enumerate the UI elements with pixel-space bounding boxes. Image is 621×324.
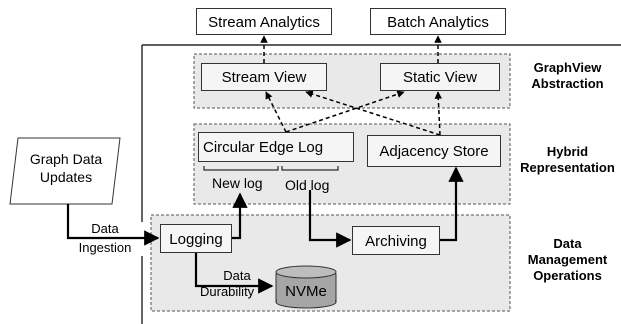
new-log-bracket bbox=[203, 166, 279, 171]
batch-analytics-label: Batch Analytics bbox=[387, 14, 489, 31]
graphview-caption: GraphView Abstraction bbox=[514, 60, 621, 92]
archiving-label: Archiving bbox=[365, 233, 427, 250]
hybrid-caption-line2: Representation bbox=[520, 160, 615, 175]
ingestion-arrow bbox=[66, 204, 160, 246]
hybrid-caption-line1: Hybrid bbox=[546, 144, 589, 159]
logging-to-nvme-arrow bbox=[194, 253, 274, 294]
static-view-box: Static View bbox=[380, 63, 500, 91]
circular-edge-log-box: Circular Edge Log bbox=[198, 132, 354, 162]
graph-data-updates-shape bbox=[9, 137, 121, 205]
logging-box: Logging bbox=[160, 224, 232, 253]
graphview-caption-line1: GraphView bbox=[533, 60, 602, 75]
ops-caption-line1: Data bbox=[553, 236, 582, 251]
data-durability-label: Data Durability bbox=[200, 268, 274, 300]
logging-to-new-log-arrow bbox=[232, 192, 248, 240]
data-durability-line1: Data bbox=[223, 268, 251, 283]
hybrid-caption: Hybrid Representation bbox=[514, 144, 621, 176]
stream-analytics-box: Stream Analytics bbox=[196, 8, 332, 35]
adjacency-to-static-view-arrow bbox=[434, 91, 443, 136]
ops-caption-line2: Management bbox=[527, 252, 608, 267]
new-log-label: New log bbox=[212, 175, 263, 191]
data-ingestion-line2: Ingestion bbox=[78, 240, 132, 255]
graph-data-updates-line1: Graph Data bbox=[29, 151, 103, 167]
old-log-label: Old log bbox=[285, 177, 330, 193]
archiving-to-adjacency-arrow bbox=[440, 166, 464, 242]
adjacency-store-label: Adjacency Store bbox=[379, 143, 489, 160]
adjacency-store-box: Adjacency Store bbox=[367, 135, 501, 167]
data-durability-line2: Durability bbox=[200, 284, 255, 299]
stream-view-label: Stream View bbox=[221, 69, 307, 86]
old-log-to-archiving-arrow bbox=[308, 190, 352, 248]
stream-analytics-label: Stream Analytics bbox=[208, 14, 320, 31]
static-view-label: Static View bbox=[403, 69, 477, 86]
graph-data-updates-line2: Updates bbox=[39, 169, 93, 185]
ops-caption-line3: Operations bbox=[533, 268, 602, 283]
adjacency-to-stream-view-arrow bbox=[305, 90, 441, 136]
log-to-stream-view-arrow bbox=[265, 91, 287, 133]
data-ingestion-label: Data Ingestion bbox=[72, 220, 138, 256]
logging-label: Logging bbox=[169, 231, 223, 248]
archiving-box: Archiving bbox=[352, 226, 440, 255]
nvme-cylinder bbox=[275, 265, 337, 309]
data-ingestion-line1: Data bbox=[91, 221, 119, 236]
circular-edge-log-label: Circular Edge Log bbox=[203, 139, 324, 156]
ops-caption: Data Management Operations bbox=[514, 236, 621, 284]
graphview-caption-line2: Abstraction bbox=[531, 76, 604, 91]
nvme-label: NVMe bbox=[285, 283, 327, 300]
old-log-bracket bbox=[281, 166, 339, 171]
stream-view-box: Stream View bbox=[201, 63, 327, 91]
graph-data-updates-label: Graph Data Updates bbox=[18, 150, 114, 186]
batch-analytics-box: Batch Analytics bbox=[370, 8, 506, 35]
